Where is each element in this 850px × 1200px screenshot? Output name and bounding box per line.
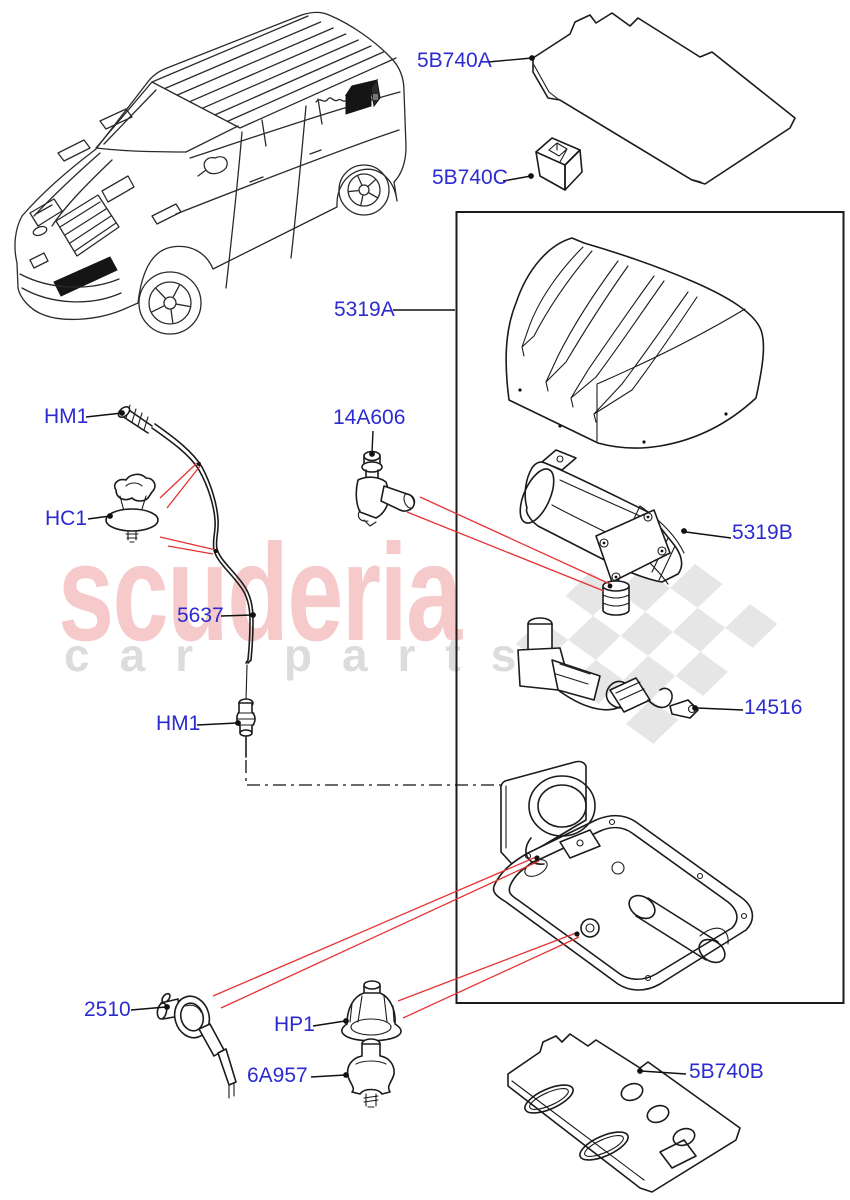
- part-label-HC1[interactable]: HC1: [45, 507, 88, 530]
- part-label-HP1[interactable]: HP1: [274, 1013, 315, 1036]
- rear-wheel: [338, 164, 390, 216]
- routing-dash-line: [245, 760, 502, 786]
- compressor-location-marker: [344, 78, 381, 115]
- front-wheel: [138, 271, 202, 335]
- part-label-HM1-upper[interactable]: HM1: [44, 405, 89, 428]
- compressor-cover: [505, 237, 765, 449]
- solenoid-valve: [355, 450, 416, 527]
- part-label-6A957[interactable]: 6A957: [247, 1064, 308, 1087]
- harness-squiggle: [315, 97, 346, 103]
- part-label-5B740C[interactable]: 5B740C: [432, 166, 508, 189]
- door-mirror: [197, 156, 228, 177]
- watermark-tagline: car parts: [64, 629, 547, 681]
- part-label-5319A[interactable]: 5319A: [334, 298, 395, 321]
- air-pipe: [117, 404, 256, 758]
- part-label-14516[interactable]: 14516: [744, 696, 803, 719]
- pipe-connector-lower-part: [236, 698, 256, 737]
- air-compressor: [519, 449, 685, 616]
- part-label-5B740B[interactable]: 5B740B: [689, 1060, 764, 1083]
- boot-floor-cover-upper: [532, 12, 796, 185]
- detail-box: [455, 211, 845, 1004]
- part-label-5637[interactable]: 5637: [177, 604, 224, 627]
- pipe-clip: [105, 473, 159, 543]
- watermark-brand: scuderia: [58, 516, 462, 670]
- part-label-5319B[interactable]: 5319B: [732, 521, 793, 544]
- part-label-HM1-lower[interactable]: HM1: [156, 712, 201, 735]
- leader-lines: [85, 55, 744, 1078]
- red-reference-lines: [159, 462, 613, 1019]
- vehicle-illustration: [14, 11, 407, 335]
- grommet: [341, 980, 402, 1042]
- wiring-harness: [517, 617, 699, 719]
- part-label-5B740A[interactable]: 5B740A: [417, 49, 492, 72]
- rubber-mount: [346, 1038, 395, 1108]
- compressor-bushing: [602, 580, 630, 616]
- boot-floor-cover-lower: [507, 1033, 741, 1193]
- mounting-tray: [492, 760, 754, 991]
- part-label-2510[interactable]: 2510: [84, 998, 131, 1021]
- part-label-14A606[interactable]: 14A606: [333, 406, 406, 429]
- foam-block: [535, 137, 583, 191]
